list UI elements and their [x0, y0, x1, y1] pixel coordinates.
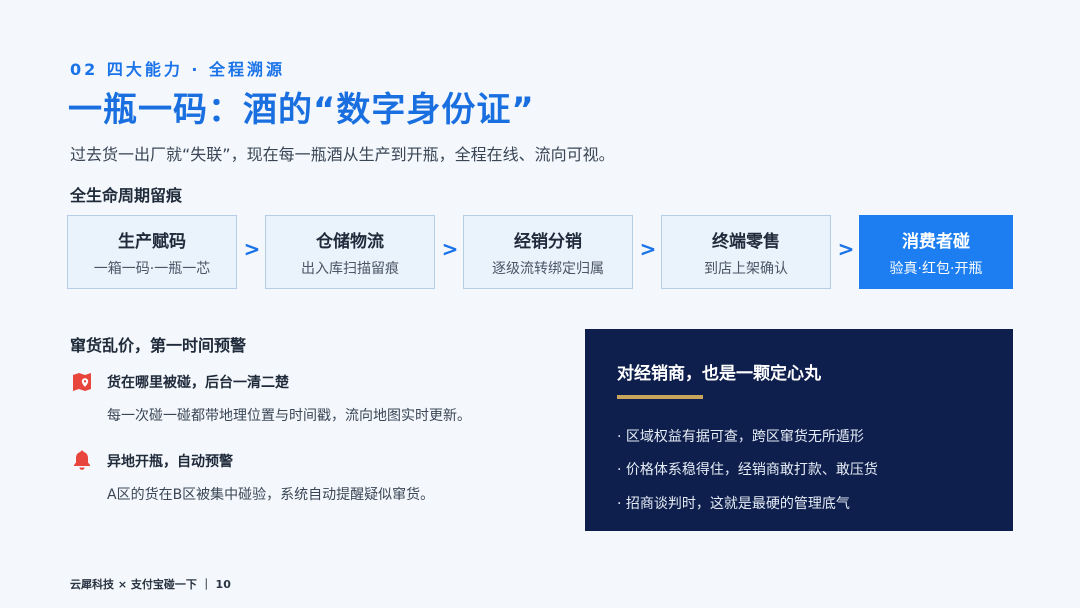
step-desc: 出入库扫描留痕 — [301, 260, 399, 277]
step-production: 生产赋码 一箱一码·一瓶一芯 — [67, 215, 237, 289]
bell-icon — [74, 450, 90, 470]
alert-item-head: 货在哪里被碰，后台一清二楚 — [107, 375, 289, 391]
alerts-title: 窜货乱价，第一时间预警 — [70, 336, 247, 355]
alert-item-body: 每一次碰一碰都带地理位置与时间戳，流向地图实时更新。 — [107, 408, 471, 424]
arrow-right-icon: > — [441, 237, 459, 261]
arrow-right-icon: > — [837, 237, 855, 261]
step-title: 终端零售 — [712, 231, 780, 252]
step-title: 仓储物流 — [316, 231, 384, 252]
page-title: 一瓶一码：酒的“数字身份证” — [68, 90, 535, 130]
step-desc: 验真·红包·开瓶 — [889, 260, 983, 277]
section-kicker: 02 四大能力 · 全程溯源 — [70, 60, 286, 79]
card-point: · 价格体系稳得住，经销商敢打款、敢压货 — [617, 462, 878, 478]
step-desc: 一箱一码·一瓶一芯 — [93, 260, 211, 277]
map-pin-icon — [73, 373, 91, 391]
card-point: · 招商谈判时，这就是最硬的管理底气 — [617, 496, 850, 512]
step-desc: 到店上架确认 — [704, 260, 788, 277]
card-divider — [617, 395, 703, 399]
arrow-right-icon: > — [243, 237, 261, 261]
step-title: 生产赋码 — [118, 231, 186, 252]
lifecycle-flow: 生产赋码 一箱一码·一瓶一芯 > 仓储物流 出入库扫描留痕 > 经销分销 逐级流… — [67, 215, 1013, 289]
step-desc: 逐级流转绑定归属 — [492, 260, 604, 277]
card-point: · 区域权益有据可查，跨区窜货无所遁形 — [617, 429, 864, 445]
step-distribution: 经销分销 逐级流转绑定归属 — [463, 215, 633, 289]
arrow-right-icon: > — [639, 237, 657, 261]
step-retail: 终端零售 到店上架确认 — [661, 215, 831, 289]
step-consumer: 消费者碰 验真·红包·开瓶 — [859, 215, 1013, 289]
page-footer: 云犀科技 × 支付宝碰一下 ｜ 10 — [70, 578, 231, 591]
step-title: 经销分销 — [514, 231, 582, 252]
alert-item-head: 异地开瓶，自动预警 — [107, 454, 233, 470]
step-warehouse: 仓储物流 出入库扫描留痕 — [265, 215, 435, 289]
dealer-card: 对经销商，也是一颗定心丸 · 区域权益有据可查，跨区窜货无所遁形 · 价格体系稳… — [585, 329, 1013, 531]
step-title: 消费者碰 — [902, 231, 970, 252]
page-subtitle: 过去货一出厂就“失联”，现在每一瓶酒从生产到开瓶，全程在线、流向可视。 — [70, 145, 615, 164]
alert-item-body: A区的货在B区被集中碰验，系统自动提醒疑似窜货。 — [107, 487, 435, 503]
lifecycle-label: 全生命周期留痕 — [70, 186, 183, 205]
card-title: 对经销商，也是一颗定心丸 — [617, 364, 821, 384]
